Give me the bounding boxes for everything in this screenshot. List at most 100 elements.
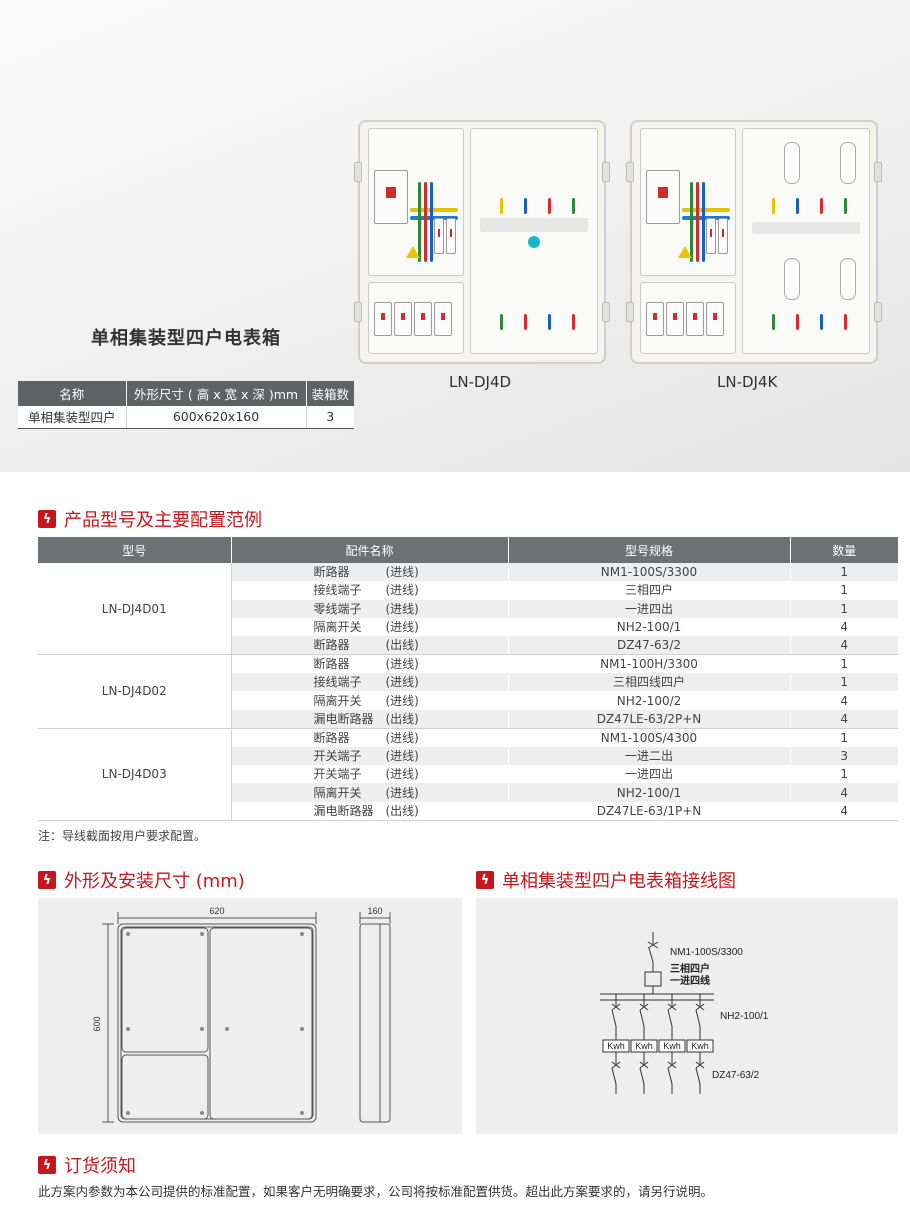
config-header: 数量 [790,537,898,563]
depth-label: 160 [367,906,382,916]
config-note: 注：导线截面按用户要求配置。 [38,829,207,843]
spec-cell: NM1-100S/4300 [508,728,791,747]
wire [772,314,775,330]
isolator-label: NH2-100/1 [720,1011,769,1022]
part-direction: (出线) [385,711,419,726]
part-direction: (进线) [385,583,419,598]
part-cell: 接线端子(进线) [231,673,509,692]
qty-cell: 1 [790,654,898,674]
section-title-order: ϟ 订货须知 [38,1152,136,1178]
spec-cell: 一进二出 [508,746,791,766]
part-cell: 隔离开关(进线) [231,617,509,637]
wire [844,198,847,214]
main-breaker [374,170,408,224]
kwh-label: Kwh [635,1041,653,1051]
part-name: 隔离开关 [313,785,362,800]
wire [844,314,847,330]
part-cell: 断路器(进线) [231,563,509,582]
hero-banner: LN-DJ4D LN-DJ4K 单相集装 [0,0,910,472]
kwh-label: Kwh [663,1041,681,1051]
part-name: 开关端子 [313,748,362,763]
main-breaker [646,170,680,224]
lightning-icon: ϟ [38,1156,56,1174]
meter-holder [784,142,800,184]
wire-line [667,1067,673,1085]
busbar [682,208,730,212]
wire [572,314,575,330]
qty-cell: 4 [790,783,898,802]
part-direction: (进线) [385,767,419,782]
part-name: 开关端子 [313,767,362,782]
part-name: 接线端子 [313,675,362,690]
part-cell: 隔离开关 (进线) [231,783,509,802]
width-label: 620 [209,906,224,916]
meter-holder [840,258,856,300]
wire [796,198,799,214]
wire-line [695,1067,701,1085]
hinge [626,162,634,182]
product-image-dj4k [626,120,882,364]
height-label: 600 [92,1016,102,1031]
output-breaker [434,302,452,336]
wire [500,198,503,214]
qty-cell: 4 [790,691,898,710]
wire [430,182,433,262]
spec-cell: 一进四出 [508,599,791,618]
section-title-dimensions: ϟ 外形及安装尺寸 (mm) [38,867,245,893]
model-cell: LN-DJ4D01 [38,563,232,656]
part-cell: 接线端子(进线) [231,581,509,600]
spec-cell: NH2-100/2 [508,691,791,710]
part-name: 断路器 [313,565,350,580]
spec-cell: NM1-100H/3300 [508,654,791,674]
product-title: 单相集装型四户电表箱 [91,328,281,349]
part-cell: 断路器(进线) [231,728,509,747]
model-cell: LN-DJ4D03 [38,728,232,821]
spec-cell: NM1-100S/3300 [508,563,791,582]
spec-cell: 一进四出 [508,765,791,784]
lightning-icon: ϟ [38,510,56,528]
qty-cell: 1 [790,673,898,692]
main-breaker-label: NM1-100S/3300 [670,947,743,958]
hinge [602,162,610,182]
kwh-label: Kwh [607,1041,625,1051]
wire [702,182,705,262]
spec-cell: 600x620x160 [126,406,307,429]
output-breaker [374,302,392,336]
model-cell: LN-DJ4D02 [38,654,232,729]
wire [524,314,527,330]
wire-line [695,1003,705,1011]
product-image-dj4d [354,120,610,364]
order-notice: 此方案内参数为本公司提供的标准配置，如果客户无明确要求，公司将按标准配置供货。超… [38,1184,714,1199]
spec-table: 名称 外形尺寸 ( 高 x 宽 x 深 )mm 装箱数 单相集装型四户 600x… [18,381,354,429]
wire [424,182,427,262]
hinge [602,302,610,322]
config-header: 配件名称 [231,537,509,563]
wire [500,314,503,330]
isolator [434,218,444,254]
qty-cell: 1 [790,728,898,747]
spec-cell: DZ47LE-63/1P+N [508,801,791,821]
part-name: 漏电断路器 [313,711,374,726]
part-cell: 开关端子 (进线) [231,765,509,784]
part-direction: (进线) [385,785,419,800]
part-name: 断路器 [313,657,350,672]
hinge [354,302,362,322]
spec-header: 名称 [18,381,127,406]
isolator [706,218,716,254]
wire [572,198,575,214]
wire [796,314,799,330]
spec-header: 装箱数 [306,381,354,406]
wire [418,182,421,262]
qty-cell: 3 [790,746,898,766]
wire [524,198,527,214]
meter-holder [784,258,800,300]
qty-cell: 1 [790,599,898,618]
